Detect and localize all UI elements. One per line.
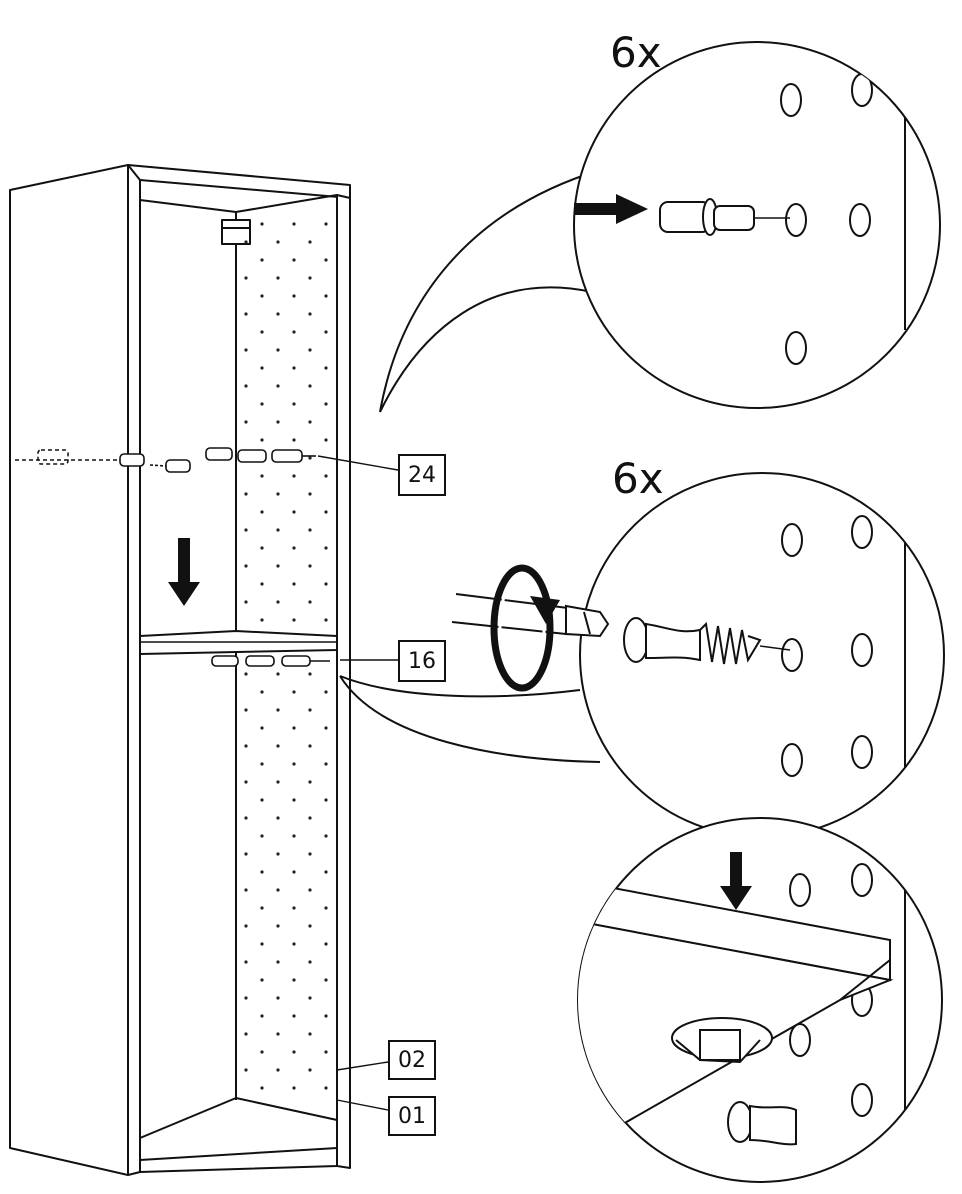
callout-middle xyxy=(339,472,945,838)
part-number-02: 02 xyxy=(388,1040,436,1080)
callout-middle-connector xyxy=(339,675,601,763)
callout-top-connector xyxy=(379,169,601,413)
part-number-01: 01 xyxy=(388,1096,436,1136)
shelf-supports-lower xyxy=(211,655,330,667)
screwdriver xyxy=(451,593,610,638)
leader-lines xyxy=(317,455,399,1111)
hidden-pins xyxy=(15,449,120,465)
callout-top xyxy=(379,41,941,413)
shelf-pin xyxy=(659,198,790,236)
arrow-down-icon xyxy=(720,852,752,910)
shelf-pins-upper xyxy=(119,447,316,473)
installed-support xyxy=(671,1017,773,1064)
part-number-16: 16 xyxy=(398,640,446,682)
cabinet-bottom-rail xyxy=(139,1147,338,1173)
cabinet-left-front-edge xyxy=(127,164,141,1176)
part-number-24: 24 xyxy=(398,454,446,496)
arrow-right-icon xyxy=(574,194,648,224)
hole-rows-lower xyxy=(240,660,334,1100)
middle-quantity-label: 6x xyxy=(612,454,664,503)
cabinet-top-panel xyxy=(127,164,351,199)
support-screw xyxy=(727,1101,797,1146)
callout-bottom xyxy=(577,817,943,1183)
cabinet-left-panel xyxy=(9,164,129,1176)
arrow-down-icon xyxy=(168,538,200,606)
hole-rows xyxy=(240,214,334,634)
shelf-support-screw xyxy=(623,617,791,665)
rotate-clockwise-icon xyxy=(490,564,560,692)
top-quantity-label: 6x xyxy=(610,28,662,77)
